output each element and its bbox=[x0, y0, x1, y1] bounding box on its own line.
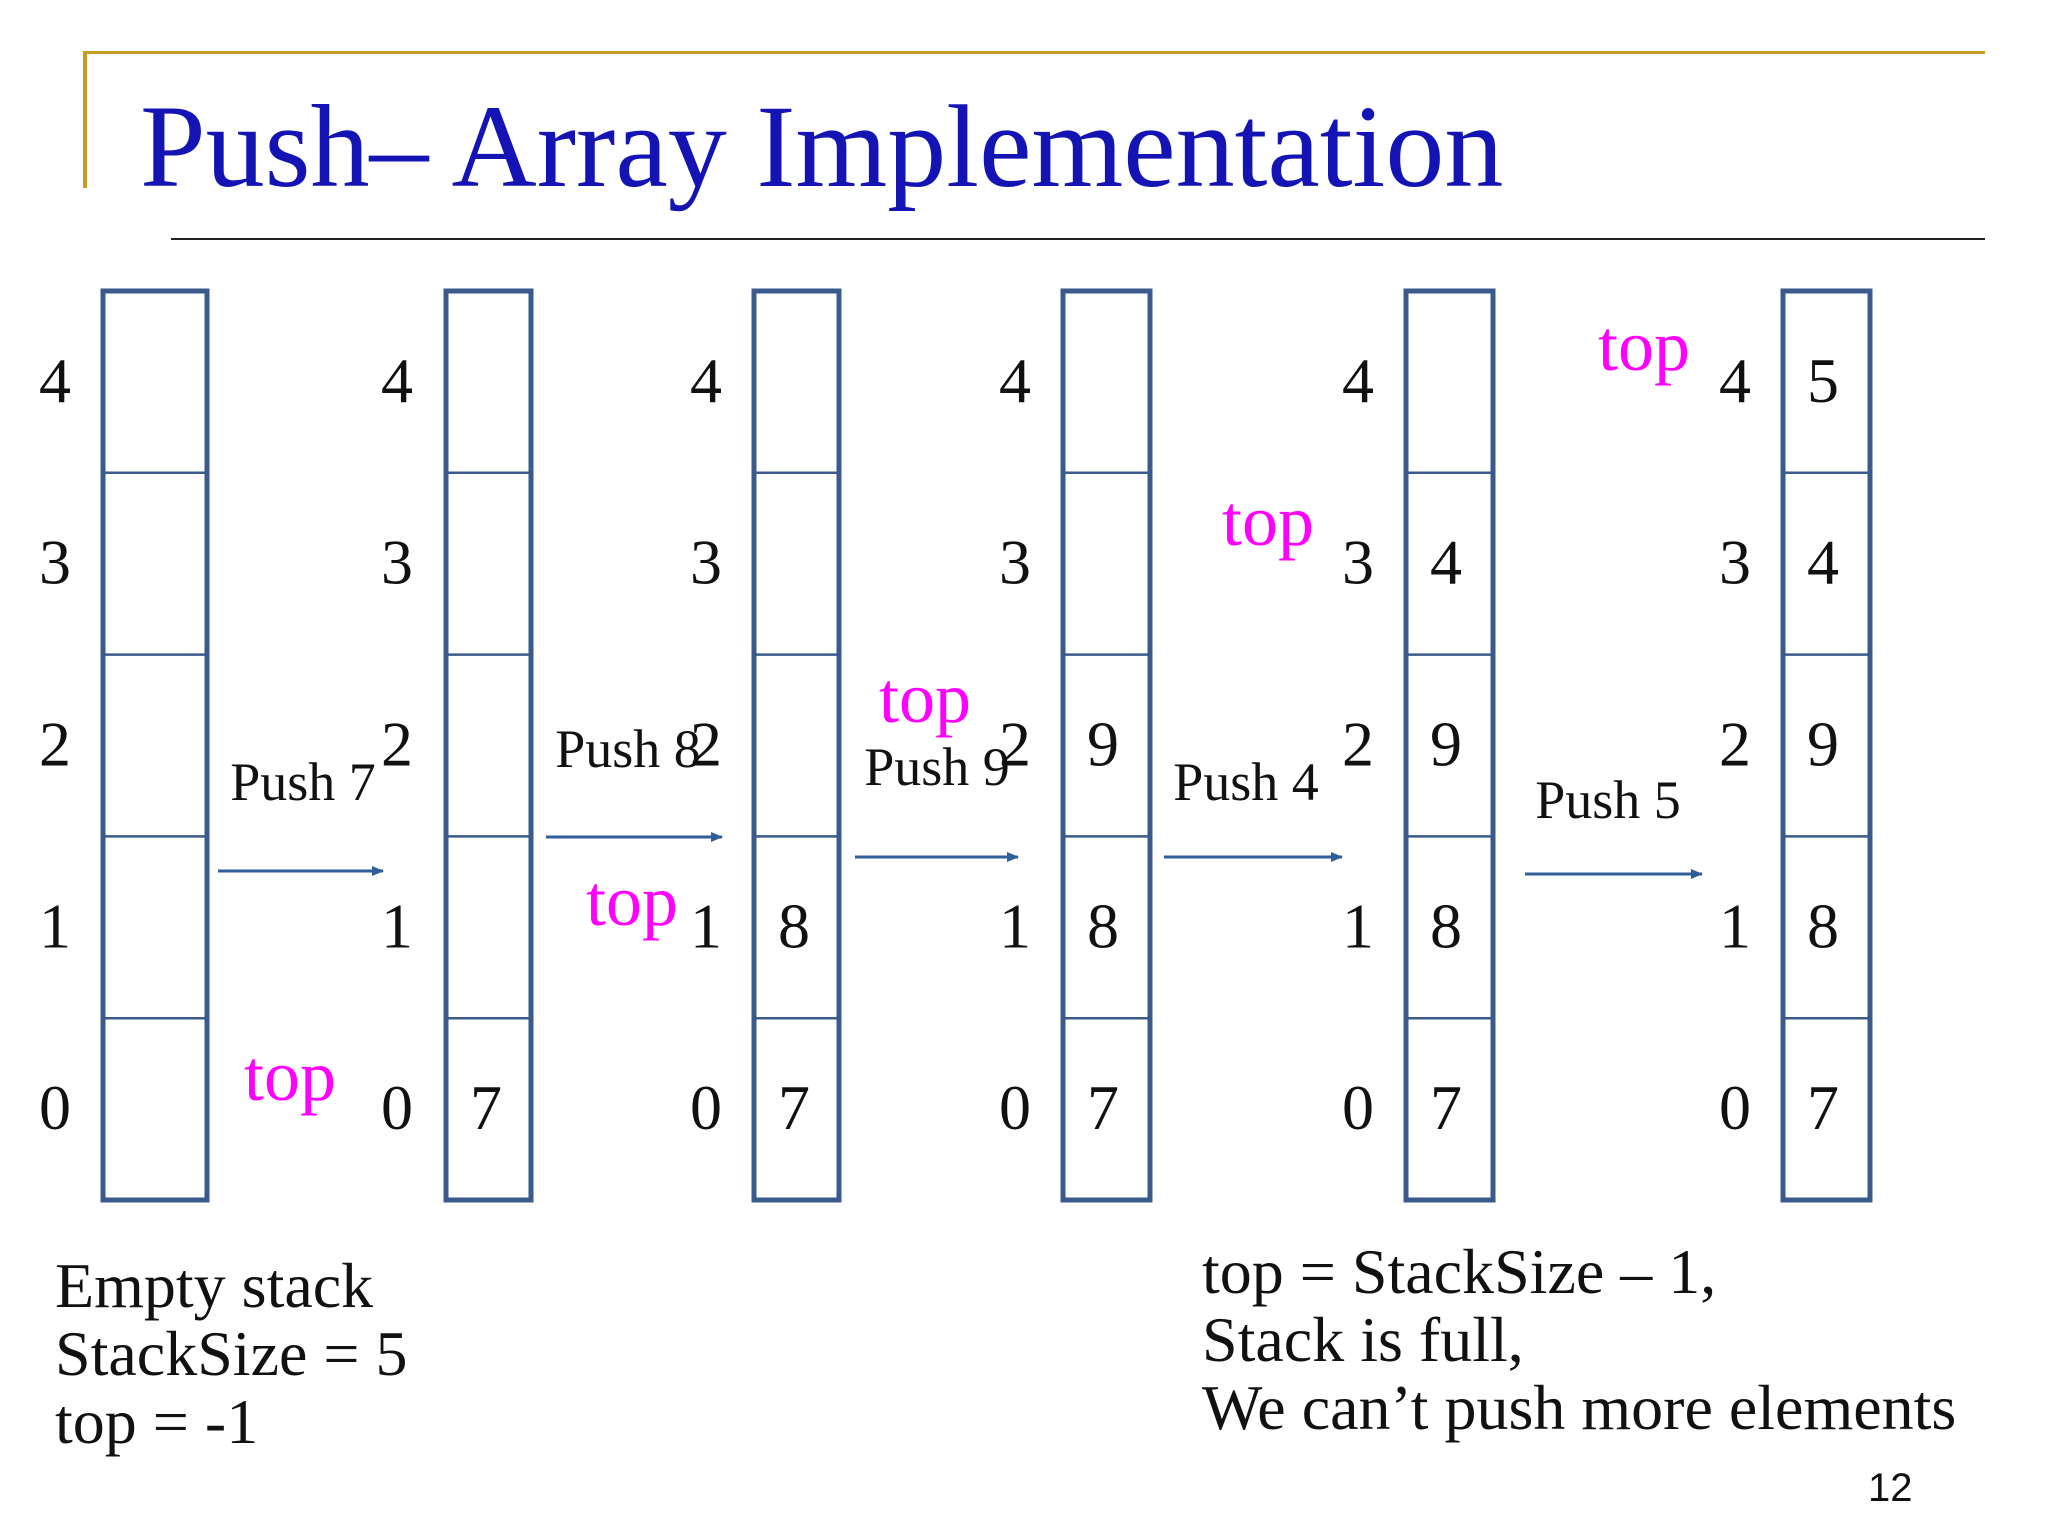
stack-frame bbox=[1060, 288, 1153, 1203]
stack-index-label: 2 bbox=[999, 709, 1031, 780]
top-marker: top bbox=[1222, 481, 1314, 561]
stack-frame bbox=[751, 288, 842, 1203]
stack-cell-value: 5 bbox=[1807, 345, 1839, 416]
stack-index-label: 4 bbox=[1719, 345, 1751, 416]
stack-cell-value: 9 bbox=[1087, 709, 1119, 780]
stack-index-label: 0 bbox=[381, 1072, 413, 1143]
stack-cell-value: 8 bbox=[1807, 890, 1839, 961]
note-left-line-3: top = -1 bbox=[55, 1386, 259, 1457]
stack-index-label: 2 bbox=[1342, 709, 1374, 780]
slide-title: Push– Array Implementation bbox=[140, 81, 1504, 212]
stack-cell-value: 8 bbox=[1087, 890, 1119, 961]
push-operation-label: Push 4 bbox=[1173, 752, 1319, 812]
stack-index-label: 0 bbox=[1342, 1072, 1374, 1143]
stack-index-label: 3 bbox=[381, 527, 413, 598]
stack-cell-value: 7 bbox=[470, 1072, 502, 1143]
note-right-line-3: We can’t push more elements bbox=[1202, 1372, 1957, 1443]
top-marker: top bbox=[586, 861, 678, 941]
stack-index-label: 3 bbox=[999, 527, 1031, 598]
stack-cell-value: 4 bbox=[1807, 527, 1839, 598]
stack-cell-value: 4 bbox=[1430, 527, 1462, 598]
stack-index-label: 1 bbox=[1342, 890, 1374, 961]
top-marker: top bbox=[1598, 306, 1690, 386]
stack-index-label: 1 bbox=[381, 890, 413, 961]
push-operation-label: Push 5 bbox=[1535, 770, 1681, 830]
title-underline bbox=[171, 238, 1985, 240]
stack-frame bbox=[1780, 288, 1873, 1203]
push-operation-label: Push 8 bbox=[555, 719, 701, 779]
stack-index-label: 2 bbox=[1719, 709, 1751, 780]
note-left-line-2: StackSize = 5 bbox=[55, 1318, 408, 1389]
full-stack-note: top = StackSize – 1, Stack is full, We c… bbox=[1202, 1238, 1956, 1442]
stack-index-label: 2 bbox=[690, 709, 722, 780]
stack-cell-value: 7 bbox=[778, 1072, 810, 1143]
push-operation-label: Push 7 bbox=[230, 752, 376, 812]
stack-index-label: 3 bbox=[1342, 527, 1374, 598]
stack-index-label: 1 bbox=[1719, 890, 1751, 961]
push-operation-label: Push 9 bbox=[864, 737, 1010, 797]
stack-index-label: 4 bbox=[1342, 345, 1374, 416]
stack-cell-value: 7 bbox=[1430, 1072, 1462, 1143]
stack-index-label: 2 bbox=[39, 709, 71, 780]
empty-stack-note: Empty stack StackSize = 5 top = -1 bbox=[55, 1252, 407, 1456]
stack-frame bbox=[443, 288, 534, 1203]
stack-cell-value: 8 bbox=[778, 890, 810, 961]
stack-index-label: 4 bbox=[690, 345, 722, 416]
stack-cell-value: 7 bbox=[1807, 1072, 1839, 1143]
stack-cell-value: 9 bbox=[1430, 709, 1462, 780]
stack-frame bbox=[100, 288, 210, 1203]
stack-index-label: 3 bbox=[690, 527, 722, 598]
stack-index-label: 3 bbox=[39, 527, 71, 598]
page-number: 12 bbox=[1868, 1466, 1913, 1510]
accent-bar-vertical bbox=[83, 51, 87, 188]
stack-index-label: 4 bbox=[381, 345, 413, 416]
stack-index-label: 2 bbox=[381, 709, 413, 780]
stack-index-label: 0 bbox=[999, 1072, 1031, 1143]
stack-cell-value: 7 bbox=[1087, 1072, 1119, 1143]
note-right-line-2: Stack is full, bbox=[1202, 1304, 1524, 1375]
stack-index-label: 0 bbox=[39, 1072, 71, 1143]
stack-frame bbox=[1403, 288, 1496, 1203]
stack-cell-value: 8 bbox=[1430, 890, 1462, 961]
stack-index-label: 0 bbox=[690, 1072, 722, 1143]
note-right-line-1: top = StackSize – 1, bbox=[1202, 1236, 1717, 1307]
stack-index-label: 4 bbox=[39, 345, 71, 416]
stack-cell-value: 9 bbox=[1807, 709, 1839, 780]
stack-index-label: 1 bbox=[690, 890, 722, 961]
stack-index-label: 0 bbox=[1719, 1072, 1751, 1143]
stack-index-label: 1 bbox=[999, 890, 1031, 961]
stack-index-label: 1 bbox=[39, 890, 71, 961]
note-left-line-1: Empty stack bbox=[55, 1250, 374, 1321]
accent-bar-horizontal bbox=[83, 51, 1985, 54]
stack-index-label: 3 bbox=[1719, 527, 1751, 598]
top-marker: top bbox=[244, 1036, 336, 1116]
stack-index-label: 4 bbox=[999, 345, 1031, 416]
top-marker: top bbox=[879, 658, 971, 738]
